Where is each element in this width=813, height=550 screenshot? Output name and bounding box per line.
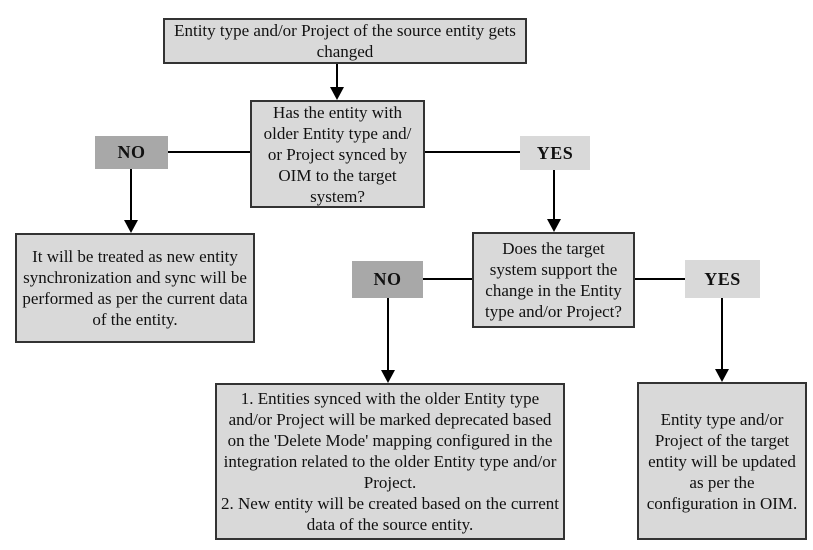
node-text: It will be treated as new entity synchro… [22,247,248,329]
node-decision-target-supports-change: Does the target system support the chang… [472,232,635,328]
connector-yes1-down [553,170,555,220]
node-decision-synced-by-oim: Has the entity with older Entity type an… [250,100,425,208]
label-yes-branch-1: YES [520,136,590,170]
node-text: Entity type and/or Project of the source… [174,21,516,61]
connector-no2-down [387,298,389,371]
connector-decision2-to-yes2 [635,278,685,280]
node-result-new-sync: It will be treated as new entity synchro… [15,233,255,343]
label-text: YES [704,268,741,289]
arrowhead-down-icon [715,369,729,382]
connector-start-to-decision1 [336,64,338,88]
connector-no2-to-decision2 [423,278,472,280]
connector-yes2-down [721,298,723,370]
label-text: YES [536,142,574,163]
label-no-branch-1: NO [95,136,168,169]
label-yes-branch-2: YES [685,260,760,298]
label-text: NO [373,269,402,289]
node-text-item-1: 1. Entities synced with the older Entity… [223,389,557,492]
node-result-deprecate-and-create: 1. Entities synced with the older Entity… [215,383,565,540]
connector-decision1-to-yes1 [425,151,520,153]
connector-no1-down [130,169,132,221]
connector-no1-to-decision1 [168,151,250,153]
arrowhead-down-icon [124,220,138,233]
node-text: Has the entity with older Entity type an… [263,102,412,206]
arrowhead-down-icon [330,87,344,100]
label-text: NO [117,142,146,162]
label-no-branch-2: NO [352,261,423,298]
node-text: Entity type and/or Project of the target… [646,409,798,513]
node-text-item-2: 2. New entity will be created based on t… [221,494,559,534]
node-result-update-target: Entity type and/or Project of the target… [637,382,807,540]
arrowhead-down-icon [381,370,395,383]
node-text: Does the target system support the chang… [485,239,622,321]
node-source-entity-changed: Entity type and/or Project of the source… [163,18,527,64]
arrowhead-down-icon [547,219,561,232]
